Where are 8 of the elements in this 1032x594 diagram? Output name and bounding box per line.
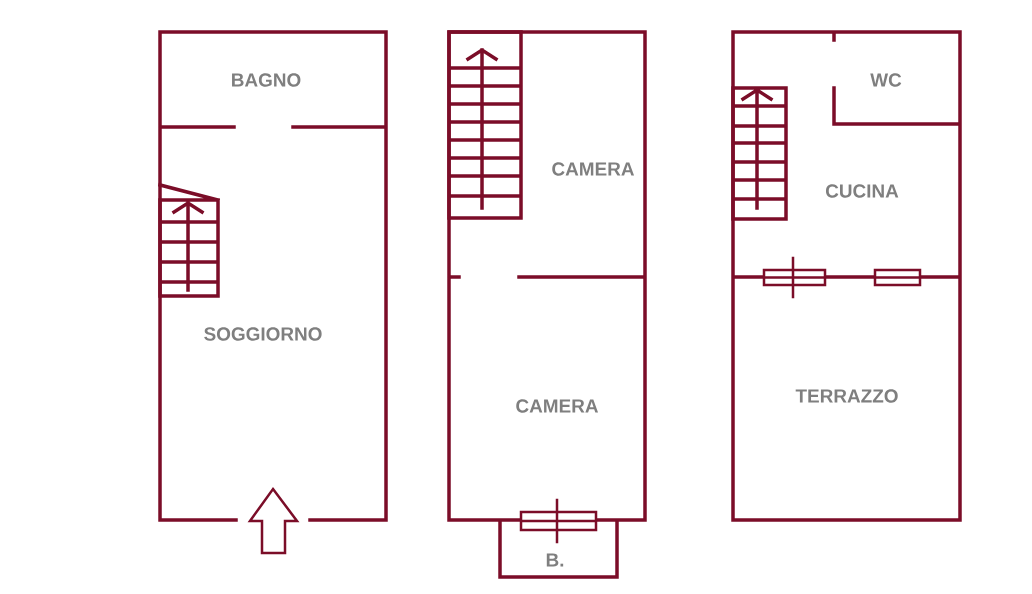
room-label: CUCINA xyxy=(826,184,899,198)
room-label: CAMERA xyxy=(552,162,635,176)
room-label: WC xyxy=(870,73,902,87)
room-label: TERRAZZO xyxy=(795,389,898,403)
room-label: CAMERA xyxy=(516,399,599,413)
room-label: BAGNO xyxy=(232,73,301,87)
room-label: B. xyxy=(546,553,564,567)
room-label: SOGGIORNO xyxy=(204,327,322,341)
